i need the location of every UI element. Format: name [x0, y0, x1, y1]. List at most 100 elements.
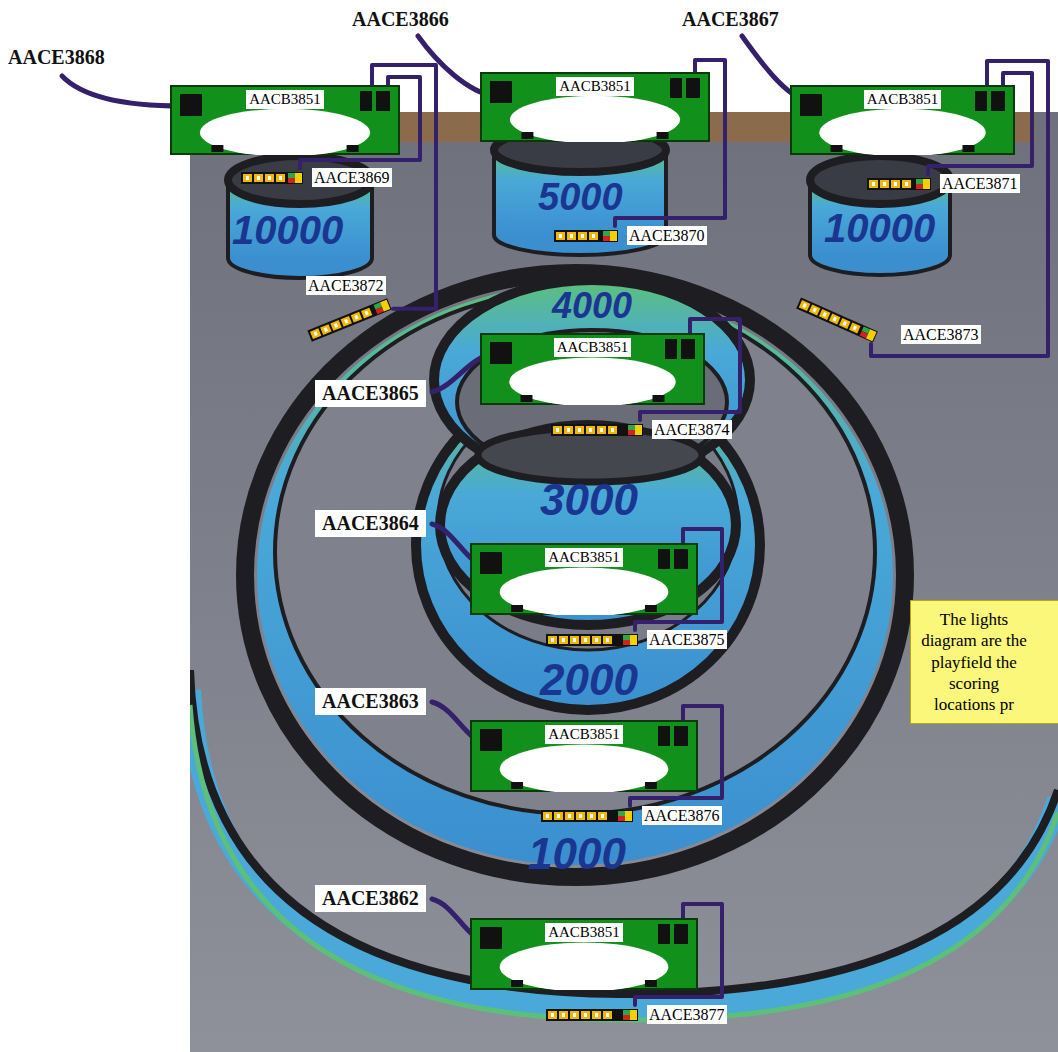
board-hole: [500, 567, 669, 615]
light-strip-graphic: [550, 423, 644, 437]
strip-end: [603, 231, 610, 236]
strip-end: [628, 425, 635, 430]
strip-end: [916, 184, 923, 189]
lamp-cell: [829, 313, 840, 324]
lamp: [822, 312, 826, 317]
circuit-board: AACB3851: [470, 918, 698, 990]
lamp: [546, 814, 549, 818]
lamp: [833, 317, 837, 322]
lamp: [600, 428, 603, 432]
lamp: [601, 814, 604, 818]
strip-end: [623, 1015, 630, 1020]
light-strip: AACE3871: [866, 174, 1020, 193]
light-strip: AACE3870: [553, 226, 707, 245]
lamp-cell: [567, 232, 576, 240]
cup-middle-side: [664, 150, 668, 235]
part-number: AACE3872: [306, 276, 386, 295]
lamp-cell: [570, 1011, 579, 1019]
strip-end: [623, 635, 630, 640]
lamp: [567, 428, 570, 432]
score-value: 10000: [824, 208, 935, 248]
light-strip-body: [546, 634, 638, 646]
lamp-cell: [254, 174, 263, 182]
strip-end: [628, 430, 635, 435]
lamp-cell: [361, 308, 372, 319]
cup-left-side: [370, 180, 374, 258]
lamp-cell: [902, 180, 911, 188]
ring-group: [190, 128, 1058, 1020]
lamp-cell: [559, 1011, 568, 1019]
light-strip: AACE3874: [550, 420, 732, 439]
ring-1000-inner: [275, 290, 875, 814]
board-hole: [500, 942, 669, 990]
board-foot: [657, 132, 669, 139]
light-strip: AACE3876: [540, 806, 722, 825]
strip-end: [380, 300, 390, 312]
lamp: [562, 638, 565, 642]
lamp: [812, 308, 816, 313]
part-number: AACE3870: [627, 226, 707, 245]
board-hole: [200, 109, 370, 155]
lamp-cell: [891, 180, 900, 188]
cup-left-side: [226, 180, 230, 258]
lamp: [581, 234, 584, 238]
connector: [658, 726, 670, 746]
light-strip-graphic: [540, 809, 634, 823]
lamp: [557, 814, 560, 818]
light-strip: AACE3869: [240, 168, 392, 187]
part-number: AACE3873: [901, 325, 981, 344]
board-label: AACB3851: [554, 338, 632, 357]
lamp-cell: [578, 232, 587, 240]
light-strip: AACE3872: [306, 276, 393, 343]
lamp-cell: [586, 426, 595, 434]
lamp: [551, 1013, 554, 1017]
cable: [62, 76, 182, 106]
light-strip-body: [551, 424, 643, 436]
light-strip-graphic: [795, 296, 879, 344]
lamp-cell: [597, 426, 606, 434]
board-foot: [521, 132, 533, 139]
lamp: [883, 182, 886, 186]
strip-base: [867, 178, 931, 190]
light-strip-graphic: [866, 177, 932, 191]
score-value: 4000: [552, 288, 632, 324]
connector: [658, 924, 670, 944]
score-value: 10000: [232, 210, 343, 250]
light-strip-body: [241, 172, 303, 184]
board-foot: [511, 605, 523, 612]
lamp: [606, 638, 609, 642]
strip-base: [541, 810, 633, 822]
lamp-cell: [581, 1011, 590, 1019]
part-number: AACE3869: [312, 168, 392, 187]
strip-base: [554, 230, 618, 242]
lamp-cell: [564, 426, 573, 434]
lamp-cell: [554, 812, 563, 820]
connector: [670, 78, 682, 98]
connector: [376, 91, 390, 111]
connector: [674, 726, 688, 746]
strip-end: [603, 236, 610, 241]
light-strip-body: [541, 810, 633, 822]
strip-base: [241, 172, 303, 184]
strip-end: [288, 178, 295, 183]
board-foot: [645, 605, 657, 612]
strip-end: [288, 173, 295, 178]
strip-end: [623, 640, 630, 645]
lamp: [570, 234, 573, 238]
connector: [681, 339, 695, 359]
lamp-cell: [570, 636, 579, 644]
connector: [490, 81, 512, 103]
lamp: [578, 428, 581, 432]
strip-end: [630, 635, 637, 645]
ring-1000-rim: [245, 273, 905, 877]
lamp-cell: [592, 636, 601, 644]
circuit-board: AACB3851: [480, 72, 710, 142]
lamp: [843, 321, 847, 326]
lamp: [606, 1013, 609, 1017]
lamp: [562, 1013, 565, 1017]
board-label: AACB3851: [545, 725, 623, 744]
strip-end: [923, 179, 930, 189]
